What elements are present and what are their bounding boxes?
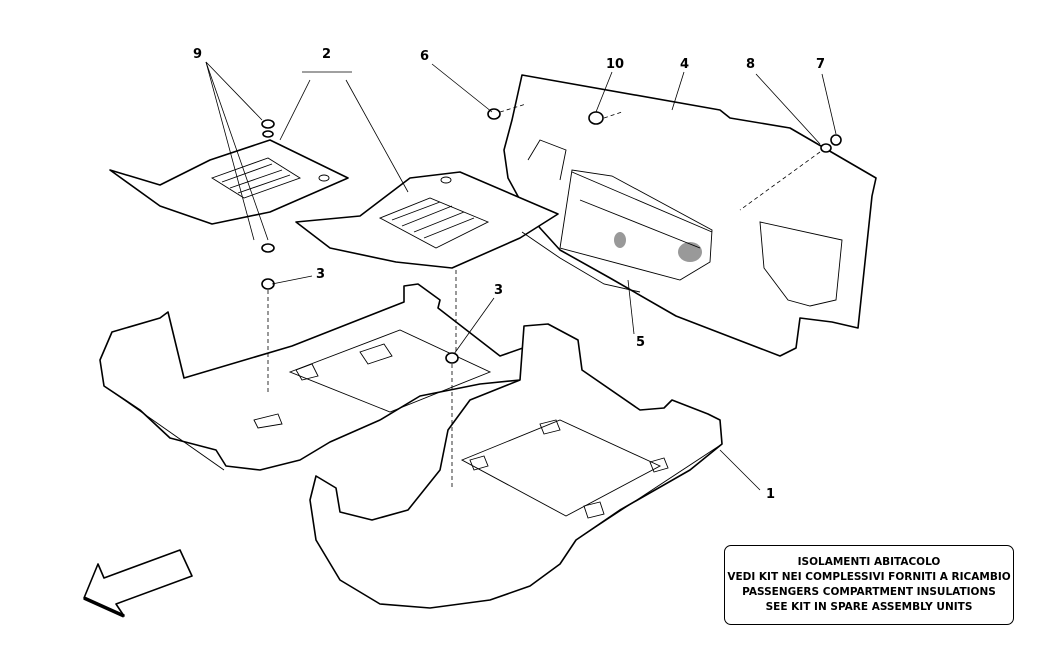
callout-9: 9 [193,47,202,62]
callout-1: 1 [766,487,775,502]
direction-arrow-icon [83,549,193,618]
note-box: ISOLAMENTI ABITACOLO VEDI KIT NEI COMPLE… [724,545,1014,625]
callout-5: 5 [636,335,645,350]
callout-3-center: 3 [494,283,503,298]
note-line-1: ISOLAMENTI ABITACOLO [797,556,941,568]
rear-floor-insulation [309,323,723,609]
rear-trim-panel [521,231,641,293]
callout-4: 4 [680,57,689,72]
alignment-lines [267,103,821,490]
fasteners [261,108,842,364]
note-line-3: PASSENGERS COMPARTMENT INSULATIONS [742,586,996,598]
note-line-2: VEDI KIT NEI COMPLESSIVI FORNITI A RICAM… [727,571,1011,583]
leader-lines [205,61,837,491]
callout-10: 10 [606,57,624,72]
callout-3-left: 3 [316,267,325,282]
callout-6: 6 [420,49,429,64]
floor-mat-right [295,171,559,269]
callout-8: 8 [746,57,755,72]
floor-mat-left [109,139,349,225]
rear-bulkhead-panel [503,74,877,357]
callout-2: 2 [322,47,331,62]
note-line-4: SEE KIT IN SPARE ASSEMBLY UNITS [765,601,973,613]
callout-7: 7 [816,57,825,72]
